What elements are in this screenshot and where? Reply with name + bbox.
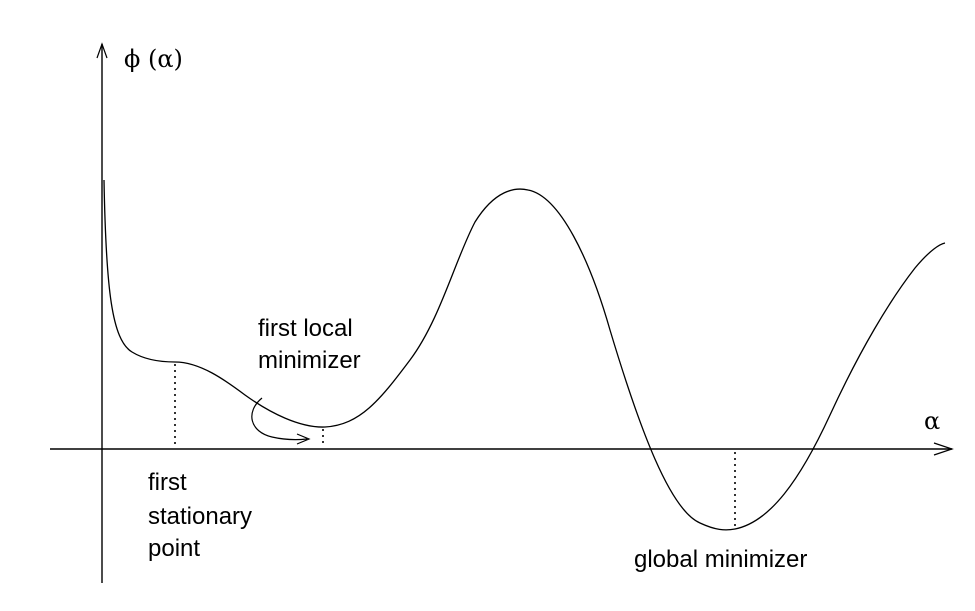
global-minimizer-label: global minimizer: [634, 546, 807, 573]
x-axis-label: α: [924, 407, 940, 435]
first-local-minimizer-label-line-1: first local: [258, 315, 353, 342]
first-local-minimizer-label-line-2: minimizer: [258, 347, 361, 374]
y-axis-label: ϕ (α): [124, 45, 183, 73]
x-axis-arrowhead: [933, 442, 954, 456]
first-stationary-point-label-line-3: point: [148, 535, 200, 562]
first-stationary-point-label-line-1: first: [148, 469, 187, 496]
phi-curve: [103, 179, 946, 531]
first-stationary-point-label-line-2: stationary: [148, 503, 252, 530]
y-axis-arrowhead: [96, 42, 108, 59]
local-minimizer-callout-arrow: [251, 397, 308, 441]
local-minimizer-callout-arrowhead: [296, 433, 311, 445]
